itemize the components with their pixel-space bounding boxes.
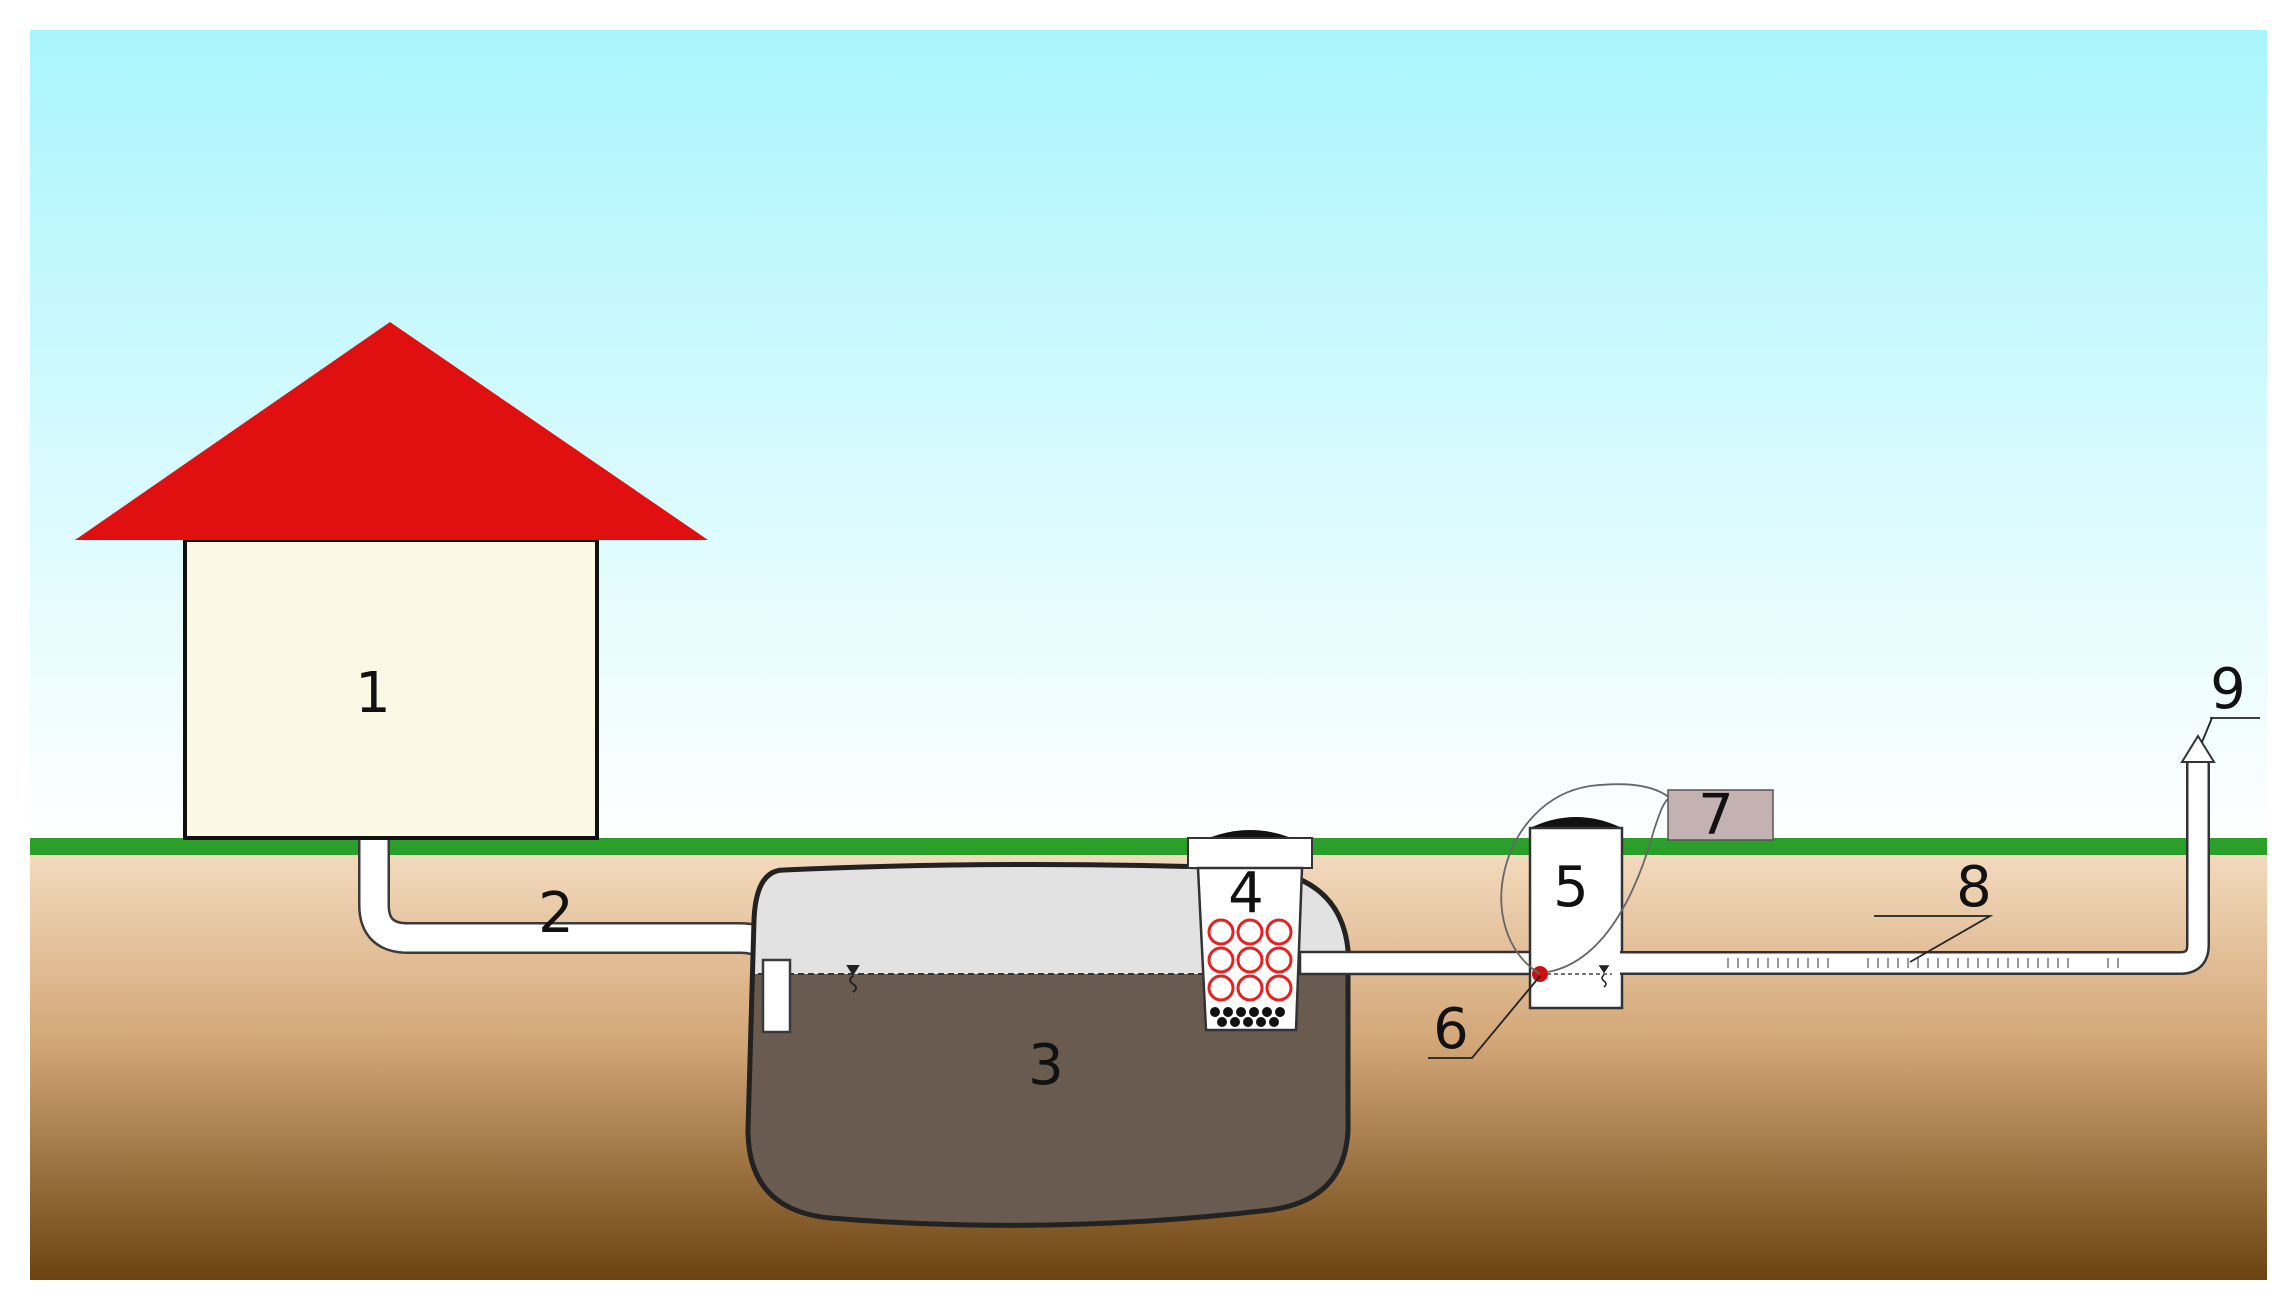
label-drain-pipe: 8: [1956, 855, 1992, 920]
drain-perforations: [1727, 958, 2119, 968]
drain-pipe: [1620, 762, 2210, 975]
label-septic-tank: 3: [1028, 1033, 1064, 1098]
water-level-marker: [846, 965, 860, 993]
label-house: 1: [355, 661, 391, 726]
transfer-pipe: [1298, 950, 1537, 976]
biofilter-gravel: [1210, 1007, 1285, 1027]
house: [75, 322, 708, 840]
leader-lines: [1428, 717, 2260, 1059]
label-control-box: 7: [1698, 783, 1734, 848]
vent-cap: [2180, 734, 2216, 763]
biofilter: [1187, 830, 1313, 1032]
label-inlet-pipe: 2: [538, 881, 574, 946]
house-roof: [75, 322, 708, 540]
inlet-pipe-outlet: [761, 958, 792, 1034]
grass-line: [30, 838, 2267, 855]
control-cable: [1500, 783, 1671, 975]
house-wall: [183, 538, 599, 840]
label-vent: 9: [2210, 657, 2246, 722]
label-pump-well: 5: [1553, 855, 1589, 920]
label-biofilter: 4: [1228, 861, 1264, 926]
control-box: [1667, 789, 1774, 841]
label-pump: 6: [1433, 997, 1469, 1062]
biofilter-media-rings: [1207, 918, 1293, 1002]
pump-well: [1528, 817, 1624, 1010]
